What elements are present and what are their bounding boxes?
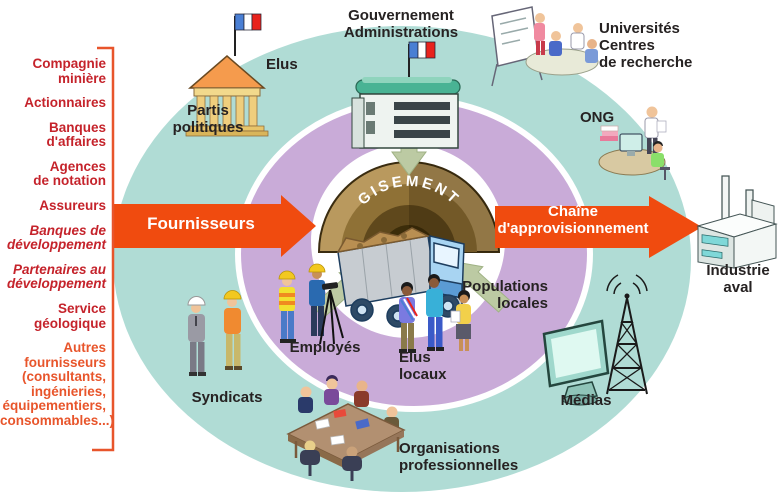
list-item: Actionnaires [24,95,106,111]
list-item: Compagnie minière [32,56,106,86]
list-item: Banques d'affaires [46,119,106,150]
media-label: Médias [560,392,612,409]
elected-officials-label: Elus [266,56,298,73]
list-item: Banques de développement [6,222,106,253]
professional-organisations-label: Organisations professionnelles [399,440,519,474]
list-item: Service géologique [34,300,106,331]
supply-chain-arrow [495,196,702,258]
employees-illustration [278,263,344,345]
suppliers-arrow-label: Fournisseurs [147,214,255,233]
list-item: Agences de notation [33,158,106,189]
local-populations-label: Populations locales [462,278,548,312]
government-building [351,41,461,149]
universities-illustration [491,6,599,87]
local-elected-officials-label: Elus locaux [399,349,447,383]
unions-illustration [187,290,242,376]
ngo-illustration [598,106,670,180]
employees-label: Employés [289,339,361,356]
supply-chain-arrow-label: Chaîne d'approvisionnement [497,203,649,237]
suppliers-arrow [112,195,316,257]
media-illustration [542,274,648,406]
professional-organisations-illustration [286,375,406,481]
list-item: Assureurs [39,198,106,214]
government-label: Gouvernement Administrations [343,7,459,41]
unions-label: Syndicats [191,389,263,406]
political-parties-building [185,13,269,137]
flow-arrows [112,195,702,258]
universities-label: Universités Centres de recherche [599,20,693,71]
left-list-bracket [92,46,115,452]
local-populations-illustration [399,274,471,353]
list-item: Partenaires au développement [6,261,106,292]
political-parties-label: Partis politiques [172,102,244,136]
suppliers-list: Compagnie minière Actionnaires Banques d… [0,56,115,429]
ngo-label: ONG [580,109,615,126]
downstream-factory [696,175,778,269]
downstream-industry-label: Industrie aval [706,262,770,296]
arrow-populations-to-deposit [454,261,511,313]
list-item: Autres fournisseurs (consultants, ingéni… [0,340,115,428]
